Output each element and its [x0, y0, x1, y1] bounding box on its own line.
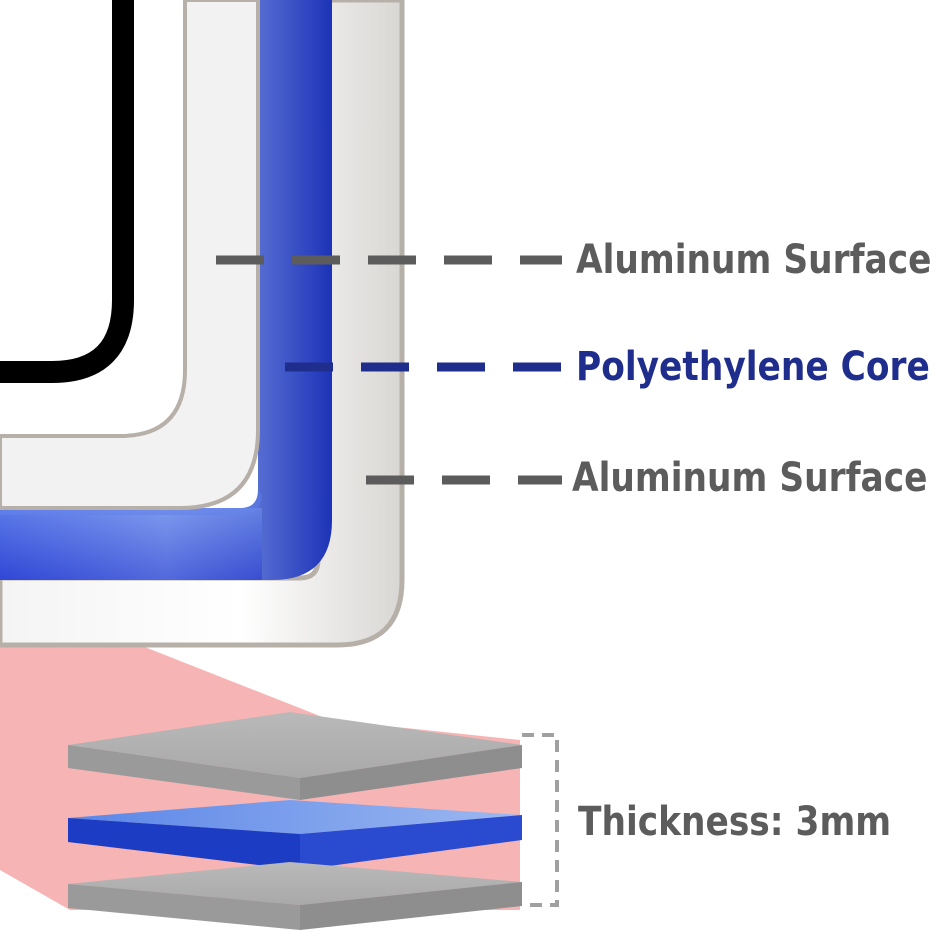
frame-outline [0, 0, 134, 383]
bottom-plate-side-right [300, 882, 522, 930]
core-plate-side-right [300, 815, 522, 870]
thickness-label: Thickness: 3mm [578, 799, 892, 845]
top-plate-face [68, 712, 522, 778]
core-plate-face [68, 800, 522, 834]
core-label: Polyethylene Core [576, 344, 930, 390]
outer-surface-label: Aluminum Surface [576, 237, 932, 283]
top-plate-side-left [68, 745, 300, 800]
bottom-plate-face [68, 862, 522, 905]
thickness-bracket [522, 733, 559, 907]
core-plate-side-left [68, 818, 300, 870]
inner-aluminum-layer [0, 0, 260, 510]
inner-surface-label: Aluminum Surface [572, 455, 928, 501]
top-plate-side-right [300, 745, 522, 800]
polyethylene-core-horizontal [0, 508, 262, 580]
bottom-plate-side-left [68, 884, 300, 930]
